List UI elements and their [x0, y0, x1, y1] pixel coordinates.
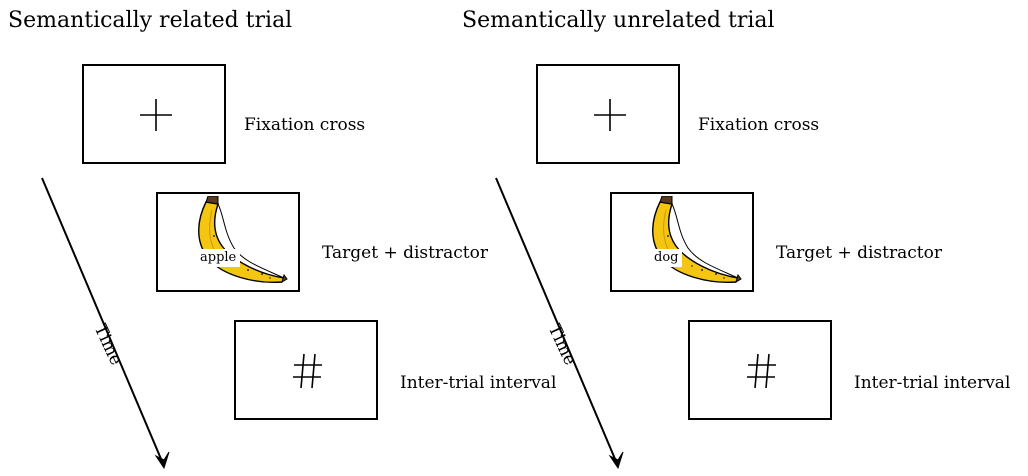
related-trial-panel: Semantically related trial Fixation cros…: [8, 8, 556, 470]
target-distractor-frame: apple: [156, 192, 300, 292]
banana-icon: [652, 196, 742, 284]
hash-icon: [747, 353, 776, 389]
hash-icon: [293, 353, 322, 389]
step-label-iti: Inter-trial interval: [854, 373, 1011, 393]
iti-frame: [234, 320, 378, 420]
step-label-target: Target + distractor: [322, 243, 488, 263]
panel-title: Semantically related trial: [8, 8, 293, 33]
distractor-word: dog: [650, 249, 683, 267]
iti-frame: [688, 320, 832, 420]
fixation-frame: [536, 64, 680, 164]
target-distractor-frame: dog: [610, 192, 754, 292]
fixation-frame: [82, 64, 226, 164]
cross-icon: [594, 99, 626, 131]
step-label-iti: Inter-trial interval: [400, 373, 557, 393]
panel-title: Semantically unrelated trial: [462, 8, 775, 33]
step-label-fixation: Fixation cross: [698, 115, 820, 135]
distractor-word: apple: [196, 249, 241, 267]
unrelated-trial-panel: Semantically unrelated trial Fixation cr…: [454, 0, 1010, 476]
time-arrow: [495, 177, 624, 470]
time-arrow: [41, 177, 170, 470]
step-label-target: Target + distractor: [776, 243, 942, 263]
cross-icon: [140, 99, 172, 131]
banana-icon: [198, 196, 288, 284]
step-label-fixation: Fixation cross: [244, 115, 366, 135]
